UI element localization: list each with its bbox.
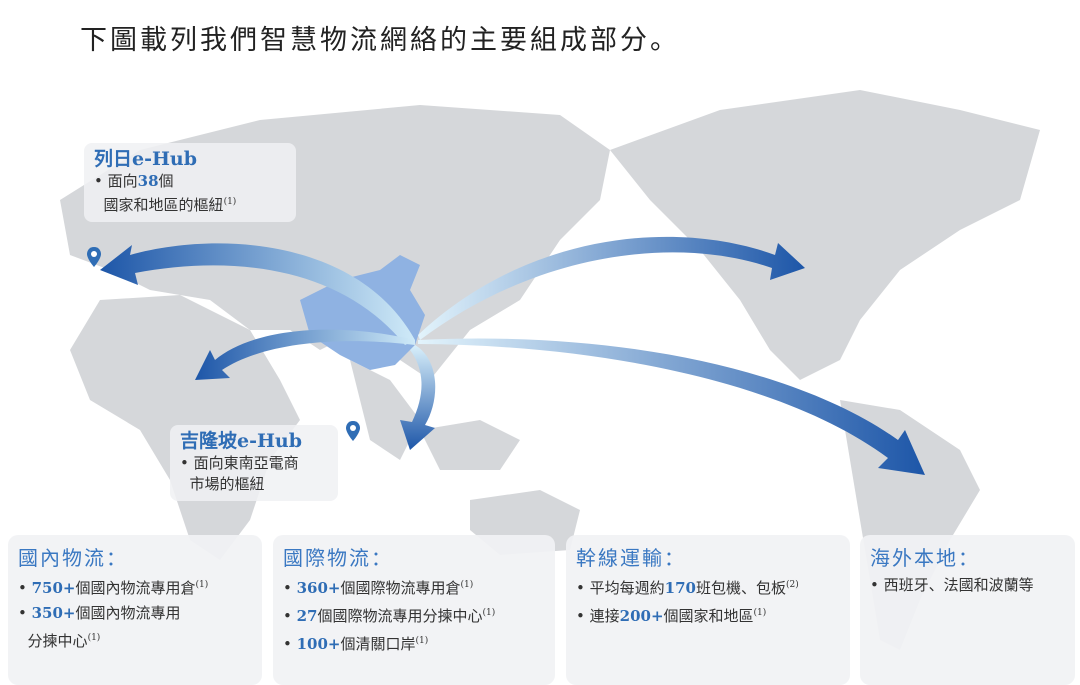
card-item: • 27個國際物流專用分揀中心(1) — [283, 607, 496, 625]
card-heading: 海外本地： — [870, 546, 980, 570]
hub-line: • 面向東南亞電商 — [180, 454, 299, 472]
hub-line: 市場的樞紐 — [189, 475, 265, 493]
route-arrows — [100, 236, 925, 475]
card-international-logistics: 國際物流： • 360+個國際物流專用倉(1) • 27個國際物流專用分揀中心(… — [273, 535, 555, 685]
hub-name: 列日e-Hub — [94, 148, 198, 170]
card-overseas-local: 海外本地： • 西班牙、法國和波蘭等 — [860, 535, 1075, 685]
arrow-to-middle-east — [195, 329, 415, 380]
arrow-to-liege — [100, 243, 415, 345]
card-item: • 100+個清關口岸(1) — [283, 635, 429, 653]
card-item: • 350+個國內物流專用 分揀中心(1) — [18, 604, 181, 650]
hub-line: • 面向38個 — [94, 172, 174, 190]
card-heading: 國際物流： — [283, 546, 393, 570]
hub-callout-kuala-lumpur: 吉隆坡e-Hub • 面向東南亞電商 市場的樞紐 — [170, 425, 338, 501]
location-pin-icon — [345, 420, 361, 446]
hub-name: 吉隆坡e-Hub — [180, 430, 303, 452]
card-domestic-logistics: 國內物流： • 750+個國內物流專用倉(1) • 350+個國內物流專用 分揀… — [8, 535, 262, 685]
card-heading: 幹線運輸： — [576, 546, 686, 570]
card-trunk-transport: 幹線運輸： • 平均每週約170班包機、包板(2) • 連接200+個國家和地區… — [566, 535, 850, 685]
location-pin-icon — [86, 246, 102, 272]
arrow-to-south-america — [418, 338, 925, 475]
card-item: • 360+個國際物流專用倉(1) — [283, 579, 474, 597]
card-item: • 750+個國內物流專用倉(1) — [18, 579, 209, 597]
arrow-to-southeast-asia — [400, 345, 436, 450]
card-item: • 平均每週約170班包機、包板(2) — [576, 579, 799, 597]
page-title: 下圖載列我們智慧物流網絡的主要組成部分。 — [80, 25, 680, 56]
hub-callout-liege: 列日e-Hub • 面向38個 國家和地區的樞紐(1) — [84, 143, 296, 222]
card-item: • 西班牙、法國和波蘭等 — [870, 576, 1034, 594]
card-item: • 連接200+個國家和地區(1) — [576, 607, 767, 625]
card-heading: 國內物流： — [18, 546, 128, 570]
arrow-to-north-america — [418, 236, 805, 340]
hub-line: 國家和地區的樞紐(1) — [103, 196, 237, 214]
